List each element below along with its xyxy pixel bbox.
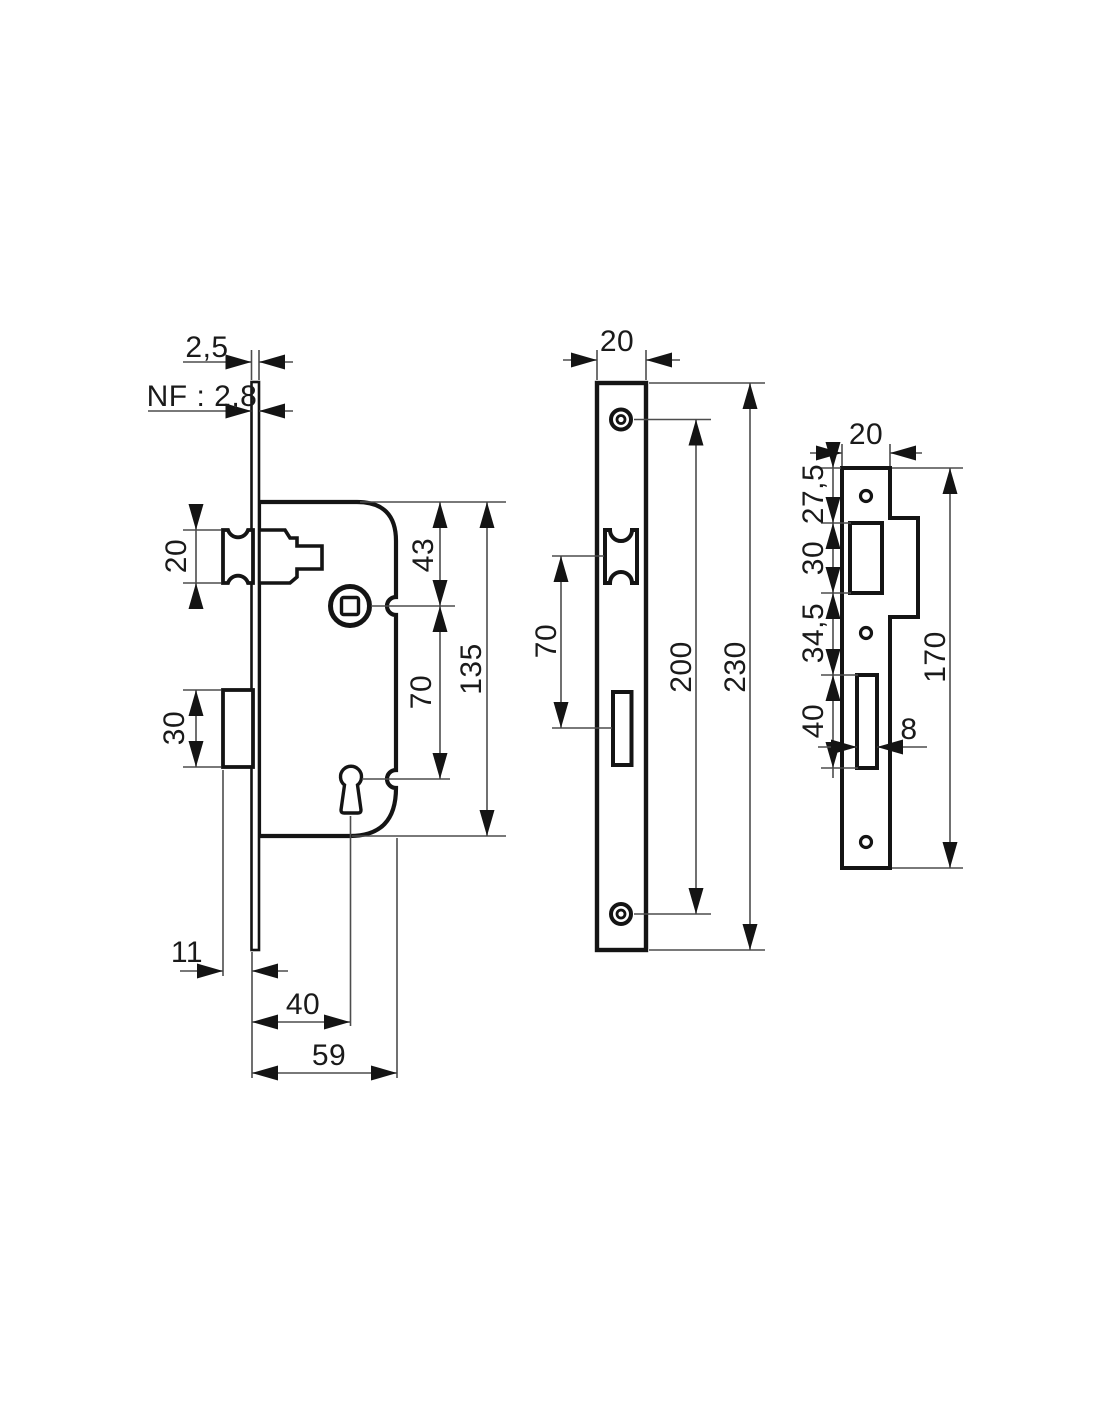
dim-label-spindle-to-keyhole: 70: [405, 675, 438, 709]
arrow: [825, 497, 841, 523]
strike-plate-view: 20 27,5 30 34,5 40: [797, 418, 963, 870]
dim-deadbolt-height: 30: [158, 689, 221, 768]
arrow: [432, 606, 448, 632]
dim-deadbolt-throw: 11: [171, 770, 288, 1078]
dim-strike-height: 170: [892, 467, 963, 869]
dim-label-case-height: 135: [455, 643, 488, 695]
latch-bolt-tail: [257, 528, 324, 585]
arrow: [432, 580, 448, 606]
arrow: [942, 842, 958, 868]
dim-label-latch-cutout-height: 30: [797, 541, 830, 575]
dim-deadbolt-cutout-width: 8: [818, 713, 927, 755]
arrow: [646, 352, 672, 368]
dim-faceplate-width: 20: [563, 325, 680, 380]
latch-bolt-head: [221, 528, 255, 585]
dim-faceplate-height: 230: [649, 382, 765, 951]
arrow: [259, 354, 285, 370]
arrow: [890, 445, 916, 461]
dim-backset: 40: [252, 816, 352, 1030]
dim-case-height: 135: [455, 502, 495, 836]
arrow: [825, 675, 841, 701]
screw-hole-bottom-center: [615, 908, 627, 920]
screw-hole-top-center: [615, 414, 627, 425]
deadbolt-opening: [611, 690, 634, 767]
dim-label-case-depth: 59: [312, 1039, 346, 1072]
dim-label-deadbolt-throw: 11: [171, 936, 203, 969]
arrow: [432, 502, 448, 528]
arrow: [825, 567, 841, 593]
dim-case-depth: 59: [252, 838, 398, 1081]
arrow: [188, 504, 204, 530]
arrow: [825, 442, 841, 468]
dim-latch-height: 20: [160, 504, 221, 609]
strike-screw-hole-bottom: [858, 834, 874, 850]
dim-label-faceplate-height: 230: [719, 641, 752, 693]
arrow: [571, 352, 597, 368]
dim-label-backset: 40: [286, 988, 320, 1021]
dim-label-strike-width: 20: [849, 418, 883, 451]
dim-label-top-to-latch-cutout: 27,5: [797, 464, 830, 524]
strike-latch-cutout: [848, 521, 884, 595]
dim-screw-centers: 200: [634, 418, 711, 915]
arrow: [479, 810, 495, 836]
dim-label-screw-centers: 200: [665, 641, 698, 693]
arrow: [688, 888, 704, 914]
arrow: [553, 556, 569, 582]
arrow: [225, 354, 252, 370]
faceplate-front-view: 20 70 200 230: [530, 325, 765, 953]
arrow: [825, 593, 841, 619]
strike-screw-hole-middle: [858, 625, 874, 641]
dim-top-to-spindle-and-keyhole: 43 70: [405, 502, 448, 779]
dim-label-faceplate-width: 20: [600, 325, 634, 358]
arrow: [742, 924, 758, 950]
dim-label-latch-height: 20: [160, 539, 193, 573]
lock-case-outline: [256, 499, 399, 839]
deadbolt-head: [221, 688, 255, 769]
arrow: [188, 583, 204, 609]
faceplate-outline: [594, 380, 649, 953]
faceplate-edge: [250, 380, 261, 952]
arrow: [259, 403, 285, 419]
latch-opening: [603, 528, 639, 585]
arrow: [825, 523, 841, 549]
strike-deadbolt-cutout: [855, 673, 879, 770]
arrow: [742, 383, 758, 409]
arrow: [688, 419, 704, 446]
arrow: [825, 649, 841, 675]
dim-label-nf-thickness: NF : 2,8: [147, 380, 258, 413]
dim-label-latch-to-deadbolt: 70: [530, 624, 563, 658]
keyhole: [338, 764, 364, 815]
dim-label-deadbolt-cutout-width: 8: [900, 713, 917, 746]
dim-label-top-to-spindle: 43: [407, 538, 440, 572]
dim-plate-thickness: 2,5: [183, 331, 293, 380]
arrow: [252, 1065, 278, 1081]
arrow: [942, 468, 958, 494]
arrow: [553, 702, 569, 728]
dim-label-between-cutouts: 34,5: [797, 603, 830, 663]
dim-label-plate-thickness: 2,5: [185, 331, 228, 364]
arrow: [188, 741, 204, 767]
dim-label-deadbolt-height: 30: [158, 711, 191, 745]
spindle-square-hole: [339, 595, 361, 617]
arrow: [188, 690, 204, 716]
arrow: [324, 1014, 350, 1030]
strike-screw-hole-top: [858, 488, 874, 504]
arrow: [877, 739, 903, 755]
arrow: [479, 502, 495, 528]
dim-nf-plate-thickness: NF : 2,8: [147, 380, 293, 419]
dim-label-strike-height: 170: [919, 631, 952, 683]
dim-strike-chain: 27,5 30 34,5 40: [797, 442, 858, 778]
arrow: [831, 739, 857, 755]
arrow: [252, 1014, 278, 1030]
dim-label-deadbolt-cutout-height: 40: [797, 704, 830, 738]
arrow: [252, 963, 278, 979]
arrow: [432, 753, 448, 779]
lock-body-side-view: 2,5 NF : 2,8 20 30: [147, 331, 506, 1081]
arrow: [197, 963, 223, 979]
dim-latch-to-deadbolt: 70: [530, 555, 612, 729]
arrow: [225, 403, 252, 419]
arrow: [371, 1065, 397, 1081]
